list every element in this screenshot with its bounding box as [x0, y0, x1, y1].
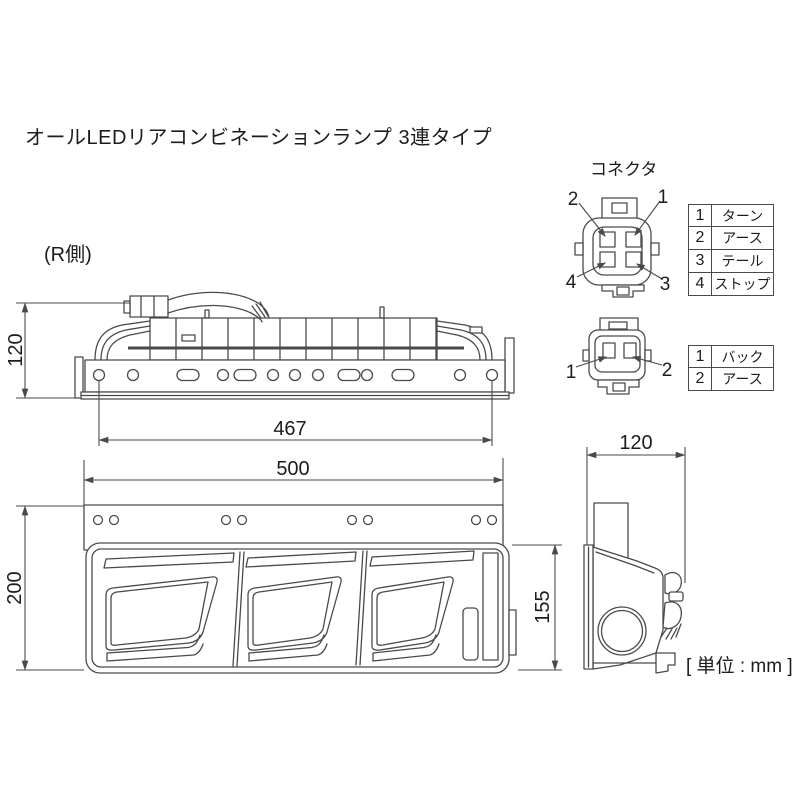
dim-label-body-height: 155	[532, 590, 554, 623]
pin-signal-cell: ターン	[712, 204, 774, 227]
pin-number-1: 1	[566, 362, 577, 383]
dim-label-side-depth: 120	[619, 432, 652, 454]
pin-number-cell: 2	[688, 227, 712, 250]
dimension-body-height: 155	[512, 544, 562, 671]
pin-number-cell: 2	[688, 368, 712, 391]
bottom-key	[602, 285, 644, 297]
lamp-cage-grid	[128, 307, 464, 360]
side-lamp-profile	[584, 503, 683, 673]
pin-table-row: 2 アース	[688, 227, 774, 250]
pin-number-2: 2	[662, 360, 673, 381]
pin-cavity	[624, 343, 636, 358]
pin-table-row: 1 ターン	[688, 204, 774, 227]
dim-label-top-height: 120	[5, 333, 27, 366]
connector-4pin-leaders	[577, 201, 662, 279]
bottom-key	[598, 380, 639, 394]
left-wing-bracket	[95, 321, 195, 360]
pin-signal-cell: アース	[712, 227, 774, 250]
side-view-drawing: 120	[575, 432, 686, 702]
clamp-hardware	[661, 573, 683, 639]
top-view-lamp	[75, 292, 514, 399]
pin-number-cell: 1	[688, 204, 712, 227]
pin-number-cell: 4	[688, 273, 712, 296]
pin-number-4: 4	[566, 272, 577, 293]
dimension-side-depth: 120	[586, 432, 686, 583]
connector-2pin-body	[583, 318, 651, 394]
pin-number-2: 2	[568, 189, 579, 210]
connector-4pin-drawing: 2 1 4 3	[566, 187, 671, 305]
front-view-drawing: 500	[4, 458, 580, 700]
pin-table-row: 2 アース	[688, 368, 774, 391]
dimension-overall-width: 500	[83, 458, 503, 505]
cable-connector	[124, 296, 168, 317]
pin-table-row: 1 バック	[688, 345, 774, 368]
pin-cavity	[626, 252, 641, 267]
pin-table-2pin: 1 バック 2 アース	[688, 345, 774, 391]
page-title: オールLEDリアコンビネーションランプ 3連タイプ	[25, 127, 493, 149]
connector-2pin-leaders	[576, 355, 662, 367]
pin-signal-cell: アース	[712, 368, 774, 391]
latch-tab	[602, 198, 637, 220]
pin-cavity	[603, 343, 615, 358]
mounting-foot	[656, 653, 675, 673]
dim-label-hole-span: 467	[273, 418, 306, 440]
unit-note: [ 単位 : mm ]	[686, 656, 793, 677]
connector-4pin-body	[575, 198, 659, 297]
pin-table-row: 3 テール	[688, 250, 774, 273]
pin-number-1: 1	[658, 187, 669, 208]
pin-signal-cell: テール	[712, 250, 774, 273]
lens-divider-1	[233, 552, 244, 666]
lens-section-2	[246, 552, 356, 661]
pin-cavity	[626, 232, 641, 247]
connector-2pin-drawing: 1 2	[566, 303, 673, 413]
pin-cavity	[600, 252, 615, 267]
dimension-top-height: 120	[5, 303, 130, 398]
mounting-bracket	[75, 338, 514, 399]
connector-heading: コネクタ	[590, 160, 658, 179]
side-tab	[509, 610, 516, 655]
top-view-drawing: 120 467	[5, 283, 560, 463]
pin-number-3: 3	[660, 274, 671, 295]
front-lamp-body	[86, 543, 516, 673]
pin-cavity	[600, 232, 615, 247]
dim-label-overall-height: 200	[4, 571, 26, 604]
right-wing-bracket	[437, 321, 492, 360]
pin-signal-cell: ストップ	[712, 273, 774, 296]
pin-table-4pin: 1 ターン 2 アース 3 テール 4 ストップ	[688, 204, 774, 296]
lens-divider-2	[356, 551, 367, 665]
pin-number-cell: 3	[688, 250, 712, 273]
dim-label-overall-width: 500	[276, 458, 309, 480]
wire-harness	[168, 292, 269, 322]
pin-number-cell: 1	[688, 345, 712, 368]
view-side-label: (R側)	[44, 244, 92, 266]
lens-section-3	[370, 551, 474, 661]
dimension-overall-height: 200	[4, 506, 84, 671]
round-lens	[598, 607, 646, 655]
pin-table-row: 4 ストップ	[688, 273, 774, 296]
pin-signal-cell: バック	[712, 345, 774, 368]
lens-section-1	[104, 553, 234, 661]
backup-lens-strip	[483, 553, 498, 660]
dimension-hole-span: 467	[98, 381, 492, 446]
lower-lens-tab	[463, 608, 478, 660]
